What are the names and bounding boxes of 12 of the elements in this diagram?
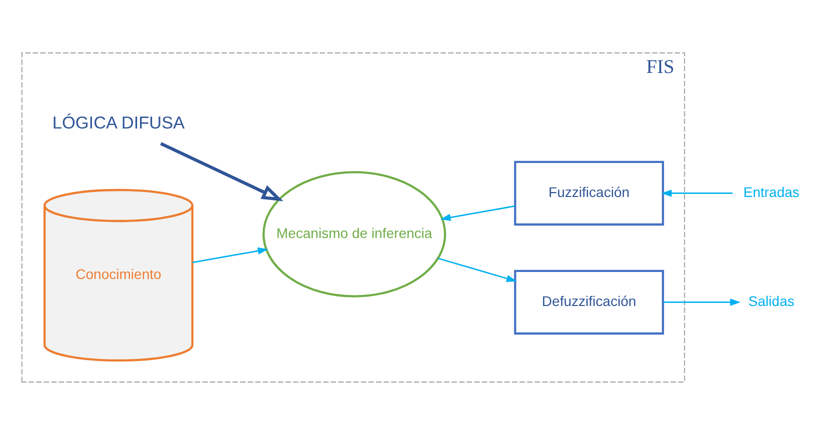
node-text: LÓGICA DIFUSA (52, 112, 185, 132)
arrow (192, 247, 268, 264)
node-box: Defuzzificación (514, 270, 664, 335)
node-text: Salidas (748, 292, 794, 309)
arrow (440, 205, 515, 222)
arrow (160, 142, 284, 202)
arrow (661, 190, 733, 197)
arrow (663, 298, 741, 306)
node-box: Fuzzificación (514, 160, 664, 226)
node-text: Entradas (743, 184, 800, 200)
node-ellipse: Mecanismo de inferencia (262, 171, 446, 298)
arrow (438, 258, 517, 282)
